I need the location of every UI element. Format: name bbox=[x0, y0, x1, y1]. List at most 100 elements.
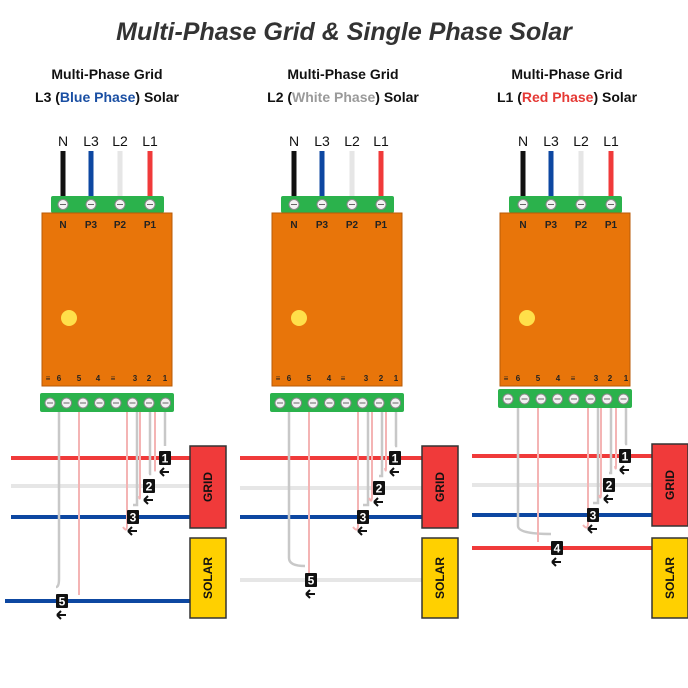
panel-heading-line2: L1 (Red Phase) Solar bbox=[496, 89, 638, 105]
ct-clamp bbox=[127, 510, 139, 524]
direction-arrow-icon bbox=[603, 494, 613, 504]
wire-label-l2: L2 bbox=[344, 133, 360, 149]
direction-arrow-icon bbox=[127, 526, 137, 536]
bottom-terminal-label: 1 bbox=[624, 374, 629, 383]
solar-box-label: SOLAR bbox=[201, 557, 215, 599]
ct-lead-return bbox=[122, 411, 128, 531]
bottom-terminal-block bbox=[498, 389, 632, 408]
meter-body bbox=[41, 212, 173, 387]
ct-clamp bbox=[389, 451, 401, 465]
bottom-terminal-label: 3 bbox=[364, 374, 369, 383]
ct-clamp bbox=[143, 479, 155, 493]
ct-lead-return bbox=[384, 411, 387, 472]
bottom-terminal-label: 6 bbox=[57, 374, 62, 383]
solar-box bbox=[421, 537, 459, 619]
bottom-terminal-label: 4 bbox=[556, 374, 561, 383]
grid-box-label: GRID bbox=[201, 472, 215, 502]
bottom-terminal-label: 3 bbox=[594, 374, 599, 383]
bottom-terminal-label: 3 bbox=[133, 374, 138, 383]
ct-clamp bbox=[159, 451, 171, 465]
solar-box-label: SOLAR bbox=[433, 557, 447, 599]
ct-clamp bbox=[56, 594, 68, 608]
ct-number: 2 bbox=[606, 479, 613, 493]
ct-clamp bbox=[587, 508, 599, 522]
panel-heading-line1: Multi-Phase Grid bbox=[51, 66, 163, 82]
top-terminal-block bbox=[509, 196, 622, 213]
bottom-terminal-label: 6 bbox=[287, 374, 292, 383]
panel-heading-line2: L3 (Blue Phase) Solar bbox=[35, 89, 179, 105]
grid-ct-2: 2 bbox=[373, 481, 385, 507]
ct-number: 1 bbox=[392, 452, 399, 466]
ct-lead-return bbox=[614, 407, 617, 470]
ct-lead bbox=[593, 407, 600, 505]
top-terminal-label: N bbox=[59, 220, 66, 231]
bottom-terminal-label: 4 bbox=[96, 374, 101, 383]
ct-number: 5 bbox=[59, 595, 66, 609]
grid-ct-1: 1 bbox=[619, 449, 631, 475]
top-terminal-block bbox=[281, 196, 394, 213]
top-terminal-label: P2 bbox=[114, 220, 127, 231]
ct-number: 1 bbox=[162, 452, 169, 466]
panel-heading-3: Multi-Phase Grid L1 (Red Phase) Solar bbox=[457, 63, 677, 109]
ct-number: 1 bbox=[622, 450, 629, 464]
ct-number: 3 bbox=[590, 509, 597, 523]
ct-lead-wires bbox=[122, 411, 167, 531]
phase-highlight: Blue Phase bbox=[59, 89, 136, 105]
ct-lead-wires bbox=[582, 407, 628, 529]
top-terminal-label: N bbox=[290, 220, 297, 231]
grid-box-label: GRID bbox=[433, 472, 447, 502]
solar-ct-lead bbox=[55, 411, 61, 589]
direction-arrow-icon bbox=[619, 465, 629, 475]
ct-clamp bbox=[603, 478, 615, 492]
ct-clamp bbox=[373, 481, 385, 495]
top-terminal-label: P1 bbox=[375, 220, 388, 231]
ct-number: 3 bbox=[360, 511, 367, 525]
wire-label-l3: L3 bbox=[314, 133, 330, 149]
ct-number: 5 bbox=[308, 574, 315, 588]
bottom-terminal-label: 1 bbox=[163, 374, 168, 383]
top-terminal-label: P1 bbox=[605, 220, 618, 231]
ct-clamp bbox=[357, 510, 369, 524]
grid-ct-3: 3 bbox=[357, 510, 369, 536]
ct-lead bbox=[624, 407, 628, 446]
ct-lead-return bbox=[352, 411, 359, 531]
grid-ct-2: 2 bbox=[603, 478, 615, 504]
bottom-terminal-label: 5 bbox=[77, 374, 82, 383]
grid-ct-1: 1 bbox=[159, 451, 171, 477]
panel-heading-2: Multi-Phase Grid L2 (White Phase) Solar bbox=[233, 63, 453, 109]
top-terminal-block bbox=[51, 196, 164, 213]
bottom-terminal-label: 1 bbox=[394, 374, 399, 383]
solar-ct: 5 bbox=[56, 594, 68, 620]
status-led bbox=[519, 310, 535, 326]
direction-arrow-icon bbox=[305, 589, 315, 599]
top-terminal-label: N bbox=[519, 220, 526, 231]
wire-label-l3: L3 bbox=[83, 133, 99, 149]
top-terminal-label: P3 bbox=[316, 220, 329, 231]
status-led bbox=[291, 310, 307, 326]
ct-number: 2 bbox=[146, 480, 153, 494]
bottom-terminal-block bbox=[270, 393, 404, 412]
ct-lead bbox=[363, 411, 370, 507]
top-terminal-label: P3 bbox=[545, 220, 558, 231]
wire-label-l1: L1 bbox=[373, 133, 389, 149]
ct-number: 3 bbox=[130, 511, 137, 525]
wire-label-n: N bbox=[289, 133, 299, 149]
direction-arrow-icon bbox=[551, 557, 561, 567]
direction-arrow-icon bbox=[56, 610, 66, 620]
solar-ct-lead bbox=[287, 411, 306, 568]
bottom-terminal-label: 4 bbox=[327, 374, 332, 383]
grid-ct-3: 3 bbox=[587, 508, 599, 534]
panel-heading-line1: Multi-Phase Grid bbox=[511, 66, 623, 82]
solar-box-label: SOLAR bbox=[663, 557, 677, 599]
bottom-terminal-label: 6 bbox=[516, 374, 521, 383]
page-title: Multi-Phase Grid & Single Phase Solar bbox=[116, 18, 572, 46]
panel-heading-1: Multi-Phase Grid L3 (Blue Phase) Solar bbox=[0, 63, 217, 109]
ct-lead bbox=[379, 411, 384, 478]
ct-lead-return bbox=[368, 411, 373, 502]
ct-clamp bbox=[305, 573, 317, 587]
top-terminal-label: P1 bbox=[144, 220, 157, 231]
solar-box bbox=[651, 537, 688, 619]
meter-body bbox=[271, 212, 403, 387]
